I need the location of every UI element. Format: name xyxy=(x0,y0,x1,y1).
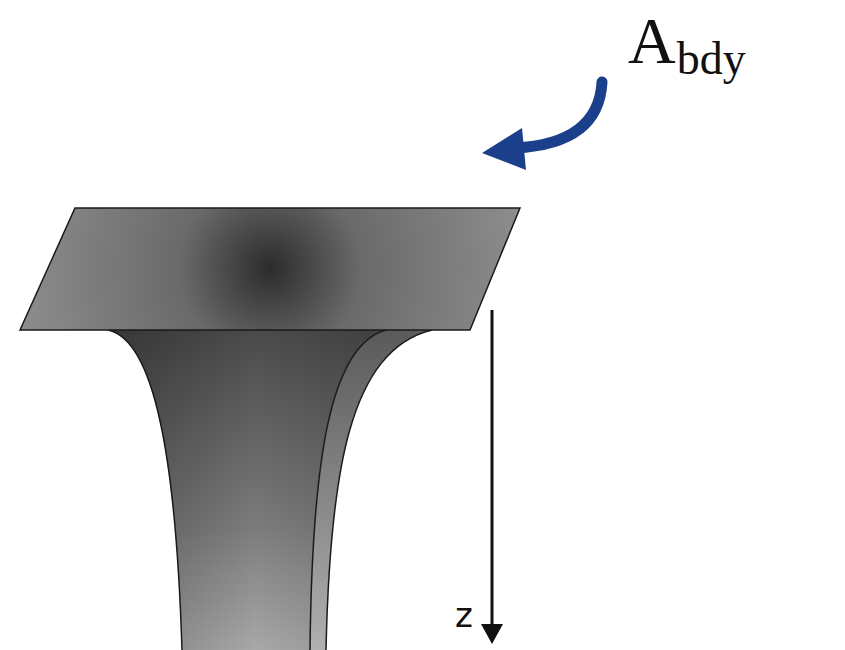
subscript-label: bdy xyxy=(677,36,746,82)
bulk-funnel xyxy=(108,330,432,650)
boundary-plane xyxy=(20,208,520,330)
symbol-label: A xyxy=(628,8,676,74)
z-axis-arrow xyxy=(481,310,503,644)
pointer-arrow xyxy=(482,82,602,170)
axis-label: z xyxy=(455,598,473,632)
